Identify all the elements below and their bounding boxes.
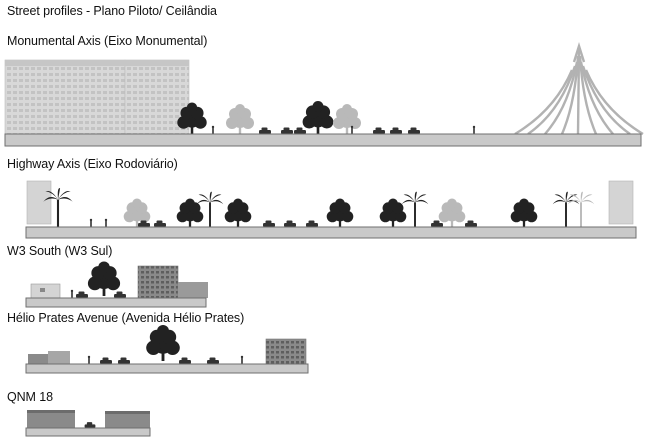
building (178, 282, 208, 298)
monumental-section (4, 41, 644, 147)
building (105, 413, 150, 428)
profile-label-w3: W3 South (W3 Sul) (7, 244, 113, 258)
building (30, 283, 61, 299)
building (265, 338, 307, 365)
tree (176, 198, 538, 227)
tree (177, 101, 334, 134)
tree (87, 261, 121, 296)
profile-label-qnm: QNM 18 (7, 390, 53, 404)
profile-label-monumental: Monumental Axis (Eixo Monumental) (7, 34, 208, 48)
car (76, 291, 126, 298)
ground-strip (25, 226, 637, 239)
page-title: Street profiles - Plano Piloto/ Ceilândi… (7, 4, 217, 18)
car (100, 357, 219, 364)
tree (226, 104, 361, 134)
cathedral (514, 41, 644, 136)
building (27, 412, 75, 428)
profile-label-highway: Highway Axis (Eixo Rodoviário) (7, 157, 178, 171)
tree (146, 325, 180, 361)
ground-strip (25, 297, 207, 308)
ground-strip (4, 133, 642, 147)
highway-section (25, 180, 637, 239)
building (26, 180, 52, 225)
building (137, 265, 179, 299)
ministry-building (4, 59, 126, 135)
car (84, 422, 96, 428)
building (608, 180, 634, 225)
ground-strip (25, 427, 151, 437)
helio-section (25, 325, 309, 374)
profile-label-helio: Hélio Prates Avenue (Avenida Hélio Prate… (7, 311, 245, 325)
person (70, 289, 74, 298)
palm-tree (567, 191, 595, 227)
w3-section (25, 261, 208, 308)
ground-strip (25, 363, 309, 374)
car (138, 220, 477, 227)
qnm-section (25, 410, 151, 437)
person (89, 218, 108, 227)
